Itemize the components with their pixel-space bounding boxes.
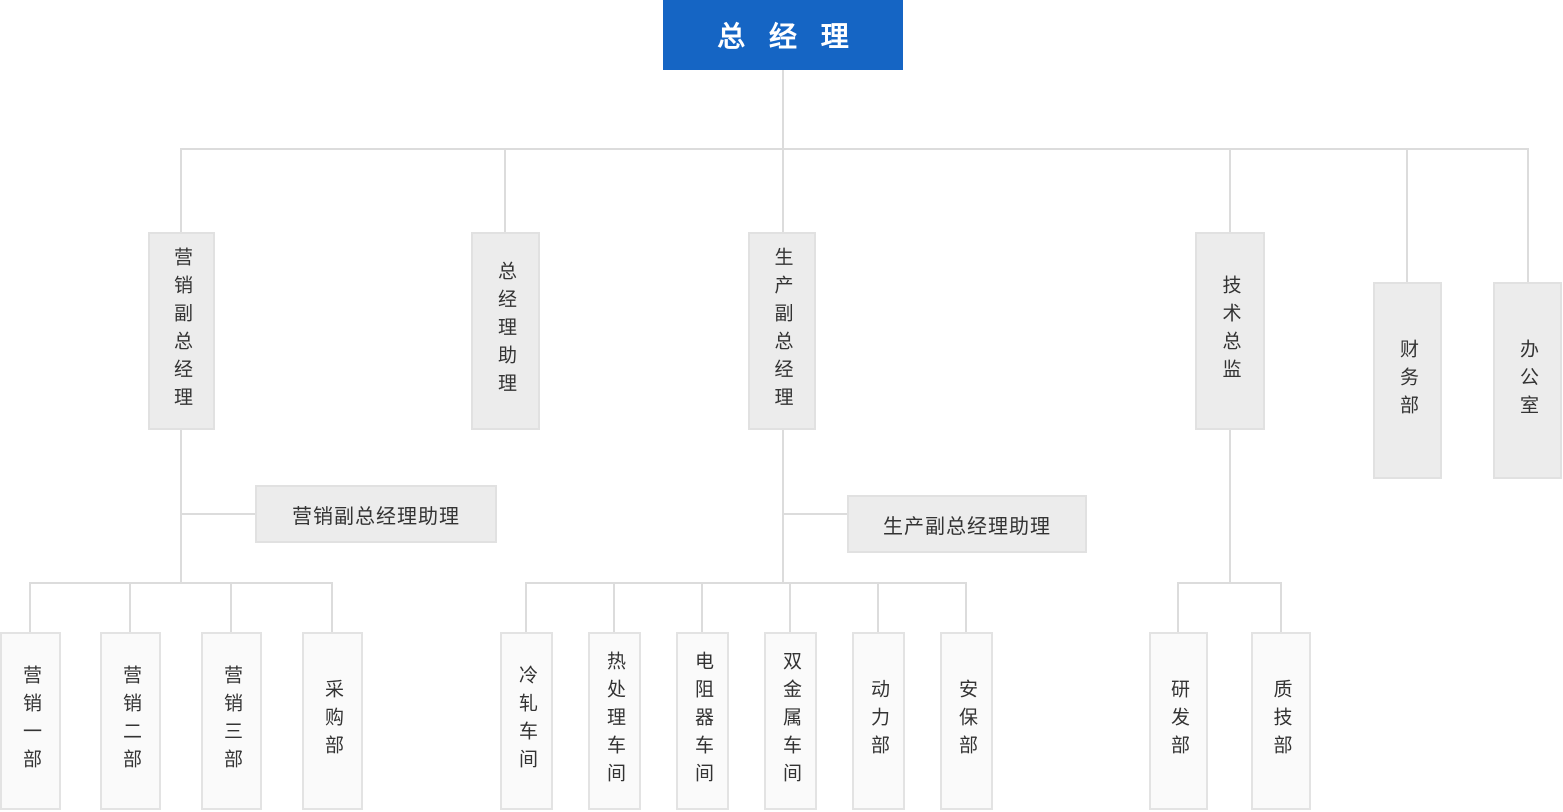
node-marketing-vp: 营销副总经理 — [148, 232, 215, 430]
node-resistor-workshop-label: 电阻器车间 — [692, 651, 713, 791]
node-tech-director: 技术总监 — [1195, 232, 1265, 430]
connector-drop-tech-2 — [1280, 584, 1282, 632]
connector-drop-prod-4 — [789, 584, 791, 632]
connector-drop-prod-5 — [877, 584, 879, 632]
connector-production-trunk — [782, 430, 784, 583]
node-marketing-dept-3-label: 营销三部 — [221, 665, 242, 777]
node-marketing-vp-assistant: 营销副总经理助理 — [255, 485, 497, 543]
connector-drop-tech-director — [1229, 150, 1231, 232]
node-production-vp-assistant: 生产副总经理助理 — [847, 495, 1087, 553]
node-office-label: 办公室 — [1517, 338, 1538, 423]
node-marketing-dept-3: 营销三部 — [201, 632, 262, 810]
connector-production-horizontal — [525, 582, 967, 584]
node-cold-rolling-workshop: 冷轧车间 — [500, 632, 553, 810]
connector-root-trunk — [782, 70, 784, 148]
node-rnd-dept-label: 研发部 — [1168, 679, 1189, 763]
connector-production-asst-link — [784, 513, 847, 515]
connector-drop-mkt-3 — [230, 584, 232, 632]
connector-tech-trunk — [1229, 429, 1231, 583]
node-rnd-dept: 研发部 — [1149, 632, 1208, 810]
node-gm-assistant-label: 总经理助理 — [495, 261, 516, 401]
node-purchasing-dept: 采购部 — [302, 632, 363, 810]
connector-drop-office — [1527, 150, 1529, 282]
connector-drop-finance — [1406, 150, 1408, 282]
node-finance-dept-label: 财务部 — [1397, 338, 1418, 423]
node-production-vp-label: 生产副总经理 — [771, 247, 793, 415]
connector-drop-mkt-2 — [129, 584, 131, 632]
node-heat-treatment-workshop-label: 热处理车间 — [604, 651, 625, 791]
connector-drop-gm-assistant — [504, 150, 506, 232]
node-marketing-dept-1: 营销一部 — [0, 632, 61, 810]
node-resistor-workshop: 电阻器车间 — [676, 632, 729, 810]
node-general-manager: 总 经 理 — [663, 0, 903, 70]
connector-main-horizontal — [180, 148, 1529, 150]
node-purchasing-dept-label: 采购部 — [322, 679, 343, 763]
node-production-vp: 生产副总经理 — [748, 232, 816, 430]
connector-drop-marketing-vp — [180, 150, 182, 232]
connector-drop-prod-1 — [525, 584, 527, 632]
node-marketing-dept-2: 营销二部 — [100, 632, 161, 810]
node-security-dept-label: 安保部 — [956, 679, 977, 763]
connector-drop-prod-2 — [613, 584, 615, 632]
connector-drop-tech-1 — [1177, 584, 1179, 632]
node-office: 办公室 — [1493, 282, 1562, 479]
node-power-dept-label: 动力部 — [868, 679, 889, 763]
node-bimetal-workshop: 双金属车间 — [764, 632, 817, 810]
node-finance-dept: 财务部 — [1373, 282, 1442, 479]
node-quality-tech-dept-label: 质技部 — [1270, 679, 1292, 763]
node-quality-tech-dept: 质技部 — [1251, 632, 1311, 810]
connector-drop-mkt-1 — [29, 584, 31, 632]
connector-tech-horizontal — [1177, 582, 1282, 584]
node-heat-treatment-workshop: 热处理车间 — [588, 632, 641, 810]
connector-drop-mkt-4 — [331, 584, 333, 632]
node-gm-assistant: 总经理助理 — [471, 232, 540, 430]
connector-drop-prod-3 — [701, 584, 703, 632]
node-power-dept: 动力部 — [852, 632, 905, 810]
connector-drop-production-vp — [782, 150, 784, 232]
connector-marketing-trunk — [180, 430, 182, 583]
node-security-dept: 安保部 — [940, 632, 993, 810]
node-marketing-dept-1-label: 营销一部 — [20, 665, 41, 777]
node-tech-director-label: 技术总监 — [1219, 275, 1241, 387]
connector-marketing-asst-link — [182, 513, 255, 515]
connector-drop-prod-6 — [965, 584, 967, 632]
node-marketing-dept-2-label: 营销二部 — [120, 665, 141, 777]
connector-marketing-horizontal — [29, 582, 333, 584]
node-cold-rolling-workshop-label: 冷轧车间 — [516, 665, 537, 777]
node-bimetal-workshop-label: 双金属车间 — [780, 651, 801, 791]
node-marketing-vp-label: 营销副总经理 — [171, 247, 192, 415]
